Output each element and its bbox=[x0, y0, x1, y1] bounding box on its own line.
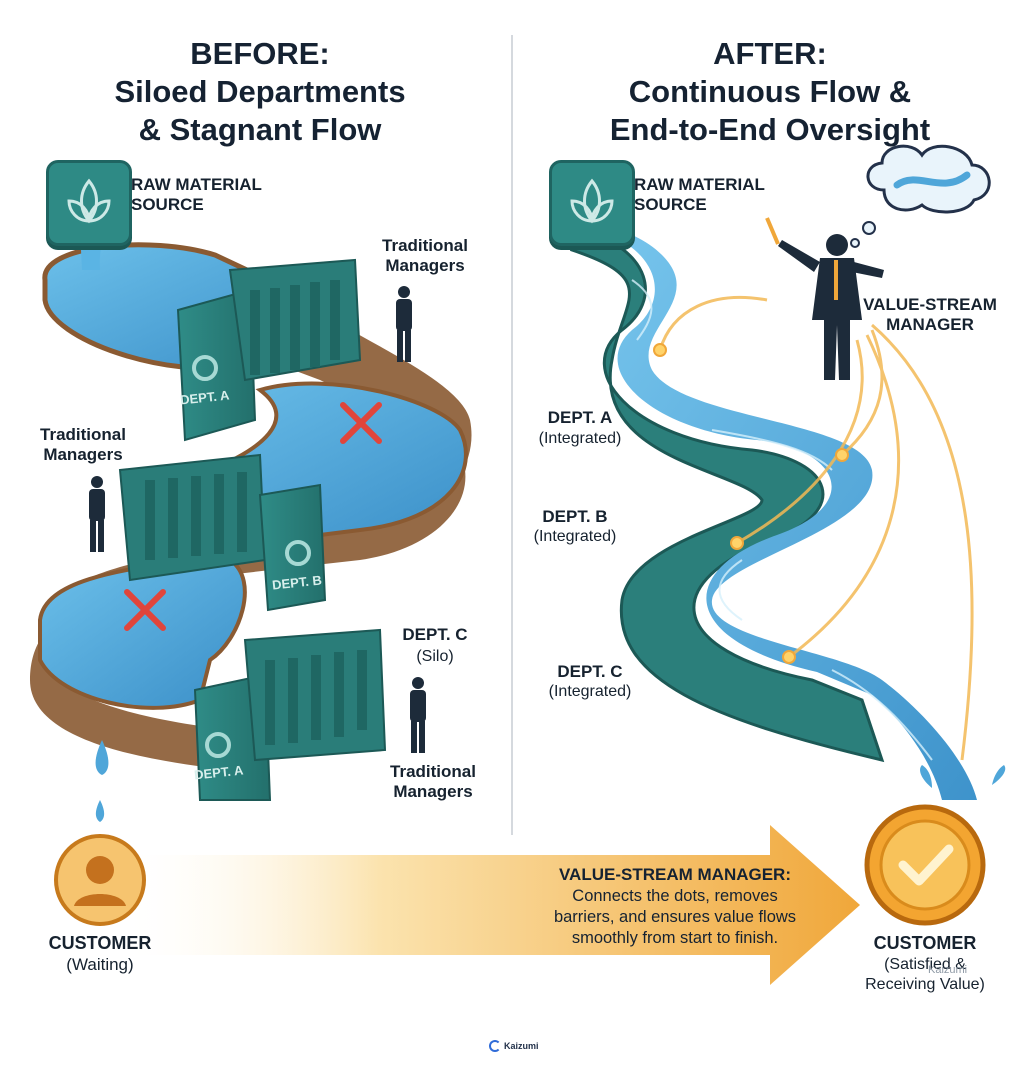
before-managers-top-line1: Traditional bbox=[382, 236, 468, 255]
after-customer-label: CUSTOMER bbox=[873, 933, 977, 953]
after-channel-wall bbox=[569, 228, 885, 763]
before-source-label: RAW MATERIAL SOURCE bbox=[131, 175, 301, 215]
before-river-wall bbox=[30, 250, 472, 770]
before-source-box bbox=[46, 160, 132, 246]
customer-satisfied-coin bbox=[864, 804, 986, 926]
leaf-icon bbox=[67, 178, 111, 224]
before-barrier-x-2 bbox=[124, 589, 166, 631]
before-managers-top-label: Traditional Managers bbox=[360, 236, 490, 276]
before-managers-bottom-line1: Traditional bbox=[390, 762, 476, 781]
after-source-label-line2: SOURCE bbox=[634, 195, 707, 214]
before-managers-mid-line1: Traditional bbox=[40, 425, 126, 444]
before-source-label-line1: RAW MATERIAL bbox=[131, 175, 262, 194]
after-customer-sub-line2: Receiving Value) bbox=[865, 976, 985, 993]
before-manager-mid bbox=[89, 476, 105, 552]
before-drip-2 bbox=[95, 800, 105, 822]
after-water-flow bbox=[582, 225, 977, 800]
brand-logo-icon bbox=[489, 1040, 501, 1052]
banner-body: Connects the dots, removes barriers, and… bbox=[510, 886, 840, 949]
before-customer-sub: (Waiting) bbox=[66, 955, 134, 974]
before-drip-1 bbox=[95, 740, 109, 775]
before-dam-3 bbox=[193, 628, 387, 801]
before-source-label-line2: SOURCE bbox=[131, 195, 204, 214]
panel-divider bbox=[511, 35, 513, 835]
banner-title: VALUE-STREAM MANAGER: bbox=[558, 865, 791, 884]
after-dept-c-label: DEPT. C bbox=[557, 662, 623, 681]
after-vsm-label-line2: MANAGER bbox=[886, 315, 974, 334]
after-splash bbox=[920, 765, 1006, 788]
before-dept-c-label: DEPT. C bbox=[402, 625, 468, 644]
after-vsm-label-line1: VALUE-STREAM bbox=[863, 295, 997, 314]
after-source-box bbox=[549, 160, 635, 246]
banner-line1: Connects the dots, removes bbox=[572, 887, 778, 905]
after-dept-b-sub: (Integrated) bbox=[533, 528, 617, 545]
after-dept-c-sub: (Integrated) bbox=[548, 683, 632, 700]
before-managers-top-line2: Managers bbox=[385, 256, 465, 275]
after-river-illustration bbox=[569, 144, 1006, 800]
after-source-label: RAW MATERIAL SOURCE bbox=[634, 175, 804, 215]
before-title-line3: & Stagnant Flow bbox=[138, 112, 382, 147]
before-barrier-x-1 bbox=[340, 402, 382, 444]
before-river-illustration bbox=[30, 210, 472, 822]
before-dam-1 bbox=[176, 258, 362, 442]
before-title: BEFORE: Siloed Departments & Stagnant Fl… bbox=[60, 35, 460, 149]
before-managers-mid-line2: Managers bbox=[43, 445, 123, 464]
customer-waiting-avatar bbox=[54, 834, 146, 926]
before-managers-bottom-line2: Managers bbox=[393, 782, 473, 801]
after-customer-sub-line1: (Satisfied & bbox=[884, 956, 966, 973]
leaf-icon bbox=[570, 178, 614, 224]
before-managers-bottom-label: Traditional Managers bbox=[368, 762, 498, 802]
footer-watermark: Kaizumi bbox=[489, 1040, 539, 1052]
before-dam-2 bbox=[118, 453, 327, 612]
corner-watermark: Kaizumi bbox=[928, 964, 968, 976]
after-vsm-label: VALUE-STREAM MANAGER bbox=[855, 295, 1005, 335]
after-golden-connectors bbox=[658, 295, 974, 761]
value-stream-arrow bbox=[120, 825, 860, 985]
after-title-line3: End-to-End Oversight bbox=[609, 112, 931, 147]
after-thought-cloud bbox=[850, 144, 991, 248]
banner-line2: barriers, and ensures value flows bbox=[553, 908, 797, 926]
before-title-line1: BEFORE: bbox=[190, 36, 330, 71]
before-manager-bottom bbox=[410, 677, 426, 753]
after-golden-dots bbox=[653, 343, 849, 664]
before-manager-top bbox=[396, 286, 412, 362]
after-dept-a-sub: (Integrated) bbox=[538, 430, 622, 447]
before-title-line2: Siloed Departments bbox=[114, 74, 406, 109]
after-source-label-line1: RAW MATERIAL bbox=[634, 175, 765, 194]
before-lower-river bbox=[38, 558, 247, 710]
after-title-line2: Continuous Flow & bbox=[628, 74, 912, 109]
after-customer-sub: (Satisfied & Receiving Value) bbox=[845, 955, 1005, 995]
after-flow-streaks bbox=[631, 279, 933, 761]
before-customer-label: CUSTOMER bbox=[48, 933, 152, 953]
after-manager-figure bbox=[765, 217, 884, 380]
after-dept-a-label: DEPT. A bbox=[547, 408, 613, 427]
after-dept-b-label: DEPT. B bbox=[542, 507, 608, 526]
after-title-line1: AFTER: bbox=[713, 36, 827, 71]
before-dept-c-sub: (Silo) bbox=[416, 648, 454, 665]
before-managers-mid-label: Traditional Managers bbox=[18, 425, 148, 465]
footer-watermark-text: Kaizumi bbox=[504, 1041, 539, 1051]
banner-line3: smoothly from start to finish. bbox=[571, 929, 779, 947]
after-title: AFTER: Continuous Flow & End-to-End Over… bbox=[565, 35, 975, 149]
